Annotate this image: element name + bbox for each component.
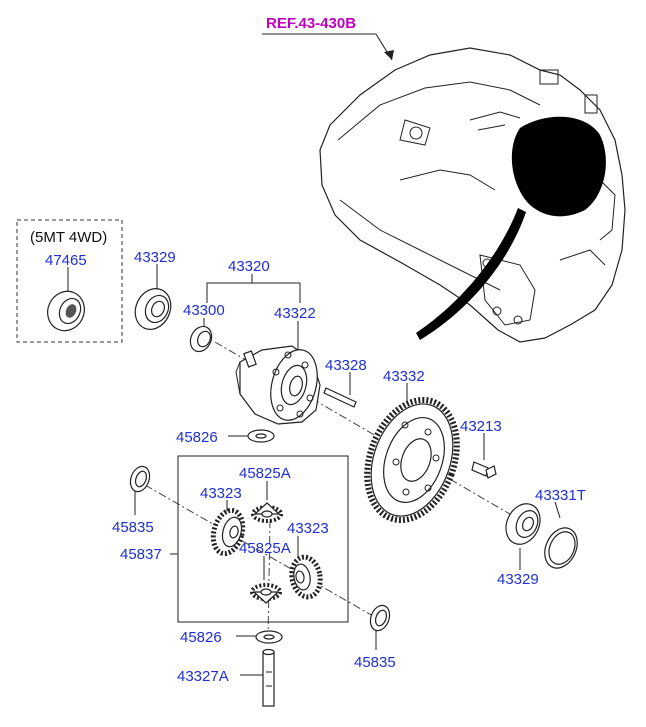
housing-section-band (416, 208, 526, 340)
label-43328[interactable]: 43328 (325, 357, 367, 374)
reference-callout[interactable]: REF.43-430B (262, 15, 394, 61)
pinion-shaft-43327A[interactable] (262, 648, 275, 707)
label-43323-right[interactable]: 43323 (287, 520, 329, 537)
pinion-45825A-top[interactable] (251, 502, 283, 523)
assembly-axes (144, 341, 521, 641)
label-45837[interactable]: 45837 (120, 546, 162, 563)
label-43332[interactable]: 43332 (383, 368, 425, 385)
snap-ring-43331T[interactable] (539, 523, 584, 574)
ring-gear-43332[interactable] (351, 387, 472, 532)
washer-45835-left[interactable] (127, 464, 153, 495)
transmission-housing (319, 47, 626, 343)
reference-arrow-icon (384, 50, 394, 60)
label-45835-right[interactable]: 45835 (354, 654, 396, 671)
bearing-43329-right[interactable] (500, 498, 547, 550)
differential-case-43322[interactable] (235, 345, 325, 426)
washer-45835-right[interactable] (367, 603, 393, 634)
housing-opening (511, 116, 606, 217)
side-gear-43323-right[interactable] (289, 554, 324, 600)
reference-label[interactable]: REF.43-430B (266, 15, 356, 32)
leader-lines (67, 264, 561, 676)
side-gear-kit-frame (177, 455, 349, 623)
pin-43328[interactable] (323, 387, 357, 408)
part-labels: 47465 43329 43320 43300 43322 43328 4333… (45, 249, 586, 685)
option-group-title: (5MT 4WD) (30, 229, 107, 246)
label-43320[interactable]: 43320 (228, 258, 270, 275)
label-43323-left[interactable]: 43323 (200, 485, 242, 502)
label-43329-right[interactable]: 43329 (497, 571, 539, 588)
label-45825A-bottom[interactable]: 45825A (239, 540, 291, 557)
label-45826-bottom[interactable]: 45826 (180, 629, 222, 646)
label-43329-left[interactable]: 43329 (134, 249, 176, 266)
label-45826-top[interactable]: 45826 (176, 429, 218, 446)
thrust-washer-45826-bottom[interactable] (255, 630, 283, 644)
bolt-43213[interactable] (471, 461, 497, 479)
side-gear-43323-left[interactable] (209, 507, 247, 557)
pinion-45825A-bottom[interactable] (250, 583, 282, 604)
oil-seal-47465[interactable] (41, 285, 91, 336)
label-43327A[interactable]: 43327A (177, 668, 229, 685)
label-47465[interactable]: 47465 (45, 252, 87, 269)
label-43322[interactable]: 43322 (274, 305, 316, 322)
label-43300[interactable]: 43300 (183, 302, 225, 319)
label-43331T[interactable]: 43331T (535, 487, 586, 504)
label-43213[interactable]: 43213 (460, 418, 502, 435)
option-group-5mt-4wd: (5MT 4WD) (16, 219, 123, 343)
label-45825A-top[interactable]: 45825A (239, 465, 291, 482)
thrust-washer-45826-top[interactable] (247, 429, 275, 443)
bush-43300[interactable] (186, 323, 215, 355)
bearing-43329-left[interactable] (129, 283, 178, 335)
label-45835-left[interactable]: 45835 (112, 519, 154, 536)
